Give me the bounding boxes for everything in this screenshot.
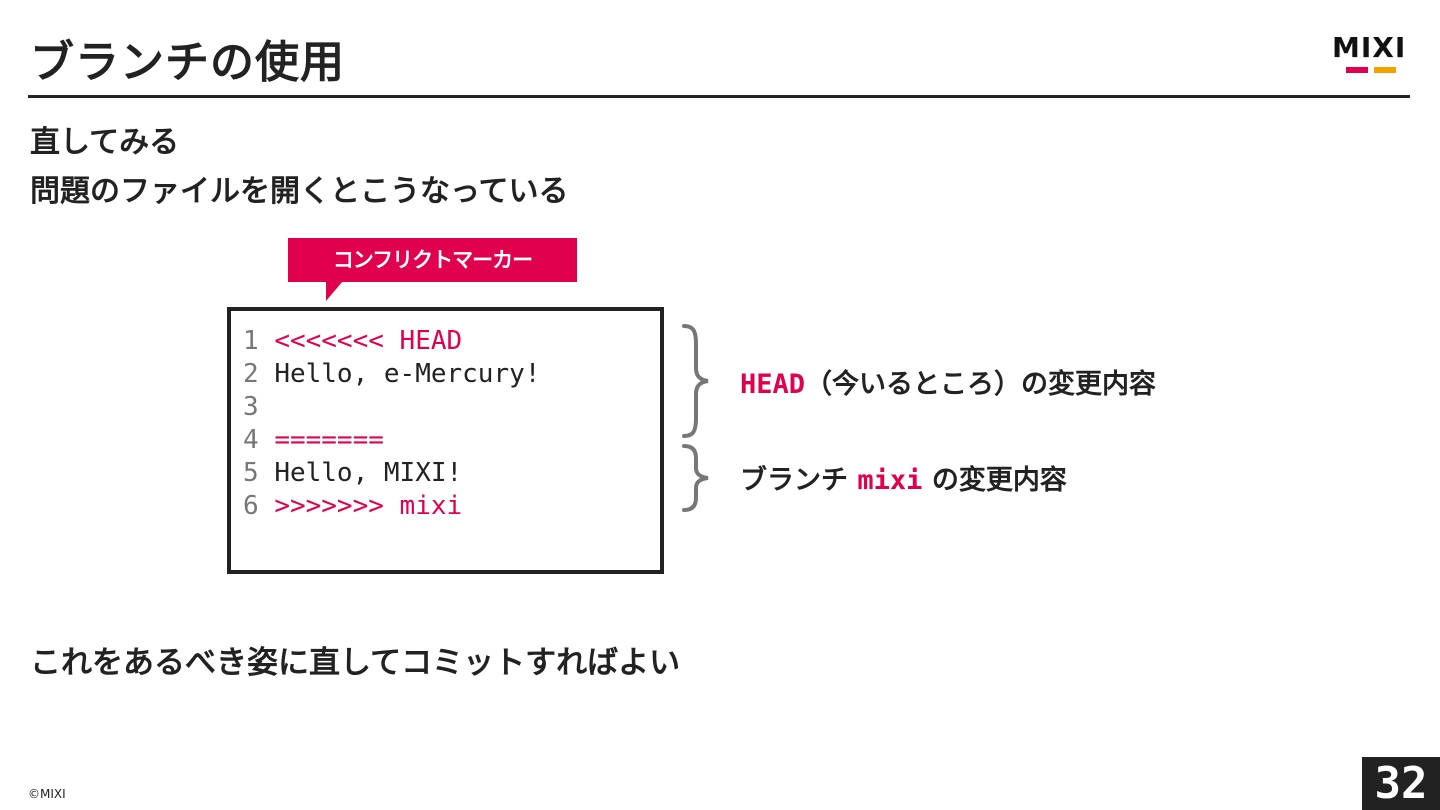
code-line-5: 5 Hello, MIXI! <box>243 457 462 490</box>
code-line-3: 3 <box>243 391 274 424</box>
title-divider <box>28 95 1410 98</box>
code-line-4: 4 ======= <box>243 424 384 457</box>
code-text: >>>>>>> mixi <box>274 491 463 521</box>
copyright: ©MIXI <box>28 787 66 801</box>
code-line-6: 6 >>>>>>> mixi <box>243 490 462 523</box>
code-text: Hello, e-Mercury! <box>274 359 541 389</box>
code-text: Hello, MIXI! <box>274 458 463 488</box>
callout-tail <box>326 281 343 301</box>
code-text: <<<<<<< HEAD <box>274 326 463 356</box>
line-number: 3 <box>243 392 259 422</box>
code-text: ======= <box>274 425 384 455</box>
slide-title: ブランチの使用 <box>30 37 345 88</box>
subtitle-2: 問題のファイルを開くとこうなっている <box>30 174 569 209</box>
page-number: 32 <box>1362 757 1440 810</box>
logo-bar-red <box>1346 67 1368 73</box>
head-brace-icon <box>682 324 709 438</box>
brand-logo: MIXI <box>1332 34 1410 76</box>
line-number: 2 <box>243 359 259 389</box>
logo-text: MIXI <box>1332 31 1407 64</box>
branch-keyword: mixi <box>857 465 923 496</box>
code-box: 1 <<<<<<< HEAD 2 Hello, e-Mercury! 3 4 =… <box>227 307 664 574</box>
line-number: 4 <box>243 425 259 455</box>
line-number: 1 <box>243 326 259 356</box>
head-annotation: HEAD（今いるところ）の変更内容 <box>740 362 1156 401</box>
head-keyword: HEAD <box>740 369 806 400</box>
code-line-2: 2 Hello, e-Mercury! <box>243 358 540 391</box>
logo-bar-orange <box>1374 67 1396 73</box>
subtitle-1: 直してみる <box>30 125 180 160</box>
line-number: 6 <box>243 491 259 521</box>
branch-annotation: ブランチ mixi の変更内容 <box>740 458 1067 497</box>
branch-brace-icon <box>682 444 709 512</box>
bottom-text: これをあるべき姿に直してコミットすればよい <box>30 645 681 681</box>
code-line-1: 1 <<<<<<< HEAD <box>243 325 462 358</box>
head-annotation-text: （今いるところ）の変更内容 <box>805 369 1157 400</box>
conflict-marker-callout: コンフリクトマーカー <box>288 238 577 282</box>
line-number: 5 <box>243 458 259 488</box>
branch-annotation-text: の変更内容 <box>922 465 1067 496</box>
branch-prefix: ブランチ <box>740 465 858 496</box>
